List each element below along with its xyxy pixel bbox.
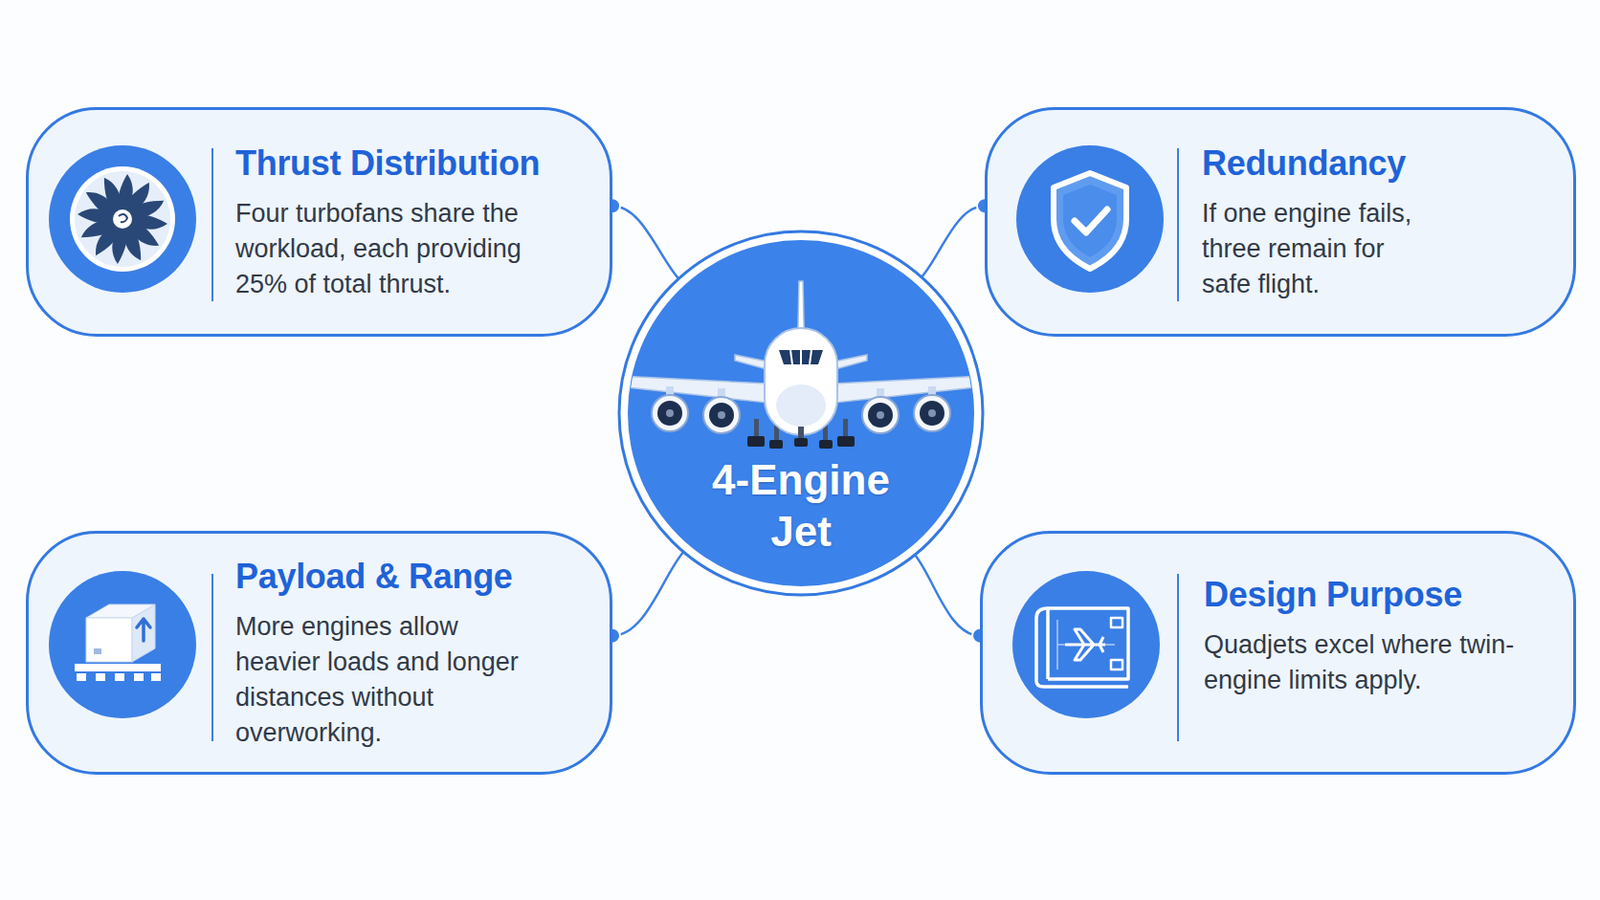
feature-box: Payload & RangeMore engines allow heavie… [25,531,613,776]
feature-box: Design PurposeQuadjets excel where twin-… [979,531,1577,776]
feature-box: Thrust DistributionFour turbofans share … [25,107,613,337]
box-title: Redundancy [1201,142,1432,185]
text-column: Redundancy If one engine fails, three rem… [1201,110,1432,334]
connector-curve [914,555,980,637]
box-body: More engines allow heavier loads and lon… [235,609,542,752]
box-title: Thrust Distribution [235,142,571,185]
box-body: Quadjets excel where twin-engine limits … [1203,627,1520,699]
box-title: Payload & Range [235,555,542,599]
connector-curve [612,205,679,279]
circle-ring [619,231,983,596]
connector-curve [921,205,985,278]
connector-curve [612,552,684,637]
text-column: Design PurposeQuadjets excel where twin-… [1203,533,1520,773]
box-title: Design Purpose [1203,574,1520,617]
node-label: 4-Engine Jet [695,454,907,558]
feature-box: Redundancy If one engine fails, three rem… [984,107,1577,337]
box-body: If one engine fails, three remain for sa… [1201,196,1432,303]
text-column: Payload & RangeMore engines allow heavie… [235,533,542,773]
text-column: Thrust DistributionFour turbofans share … [235,110,571,334]
circle-fill [627,240,975,587]
box-body: Four turbofans share the workload, each … [235,196,571,303]
hub-circle: 4-Engine Jet [617,229,985,598]
